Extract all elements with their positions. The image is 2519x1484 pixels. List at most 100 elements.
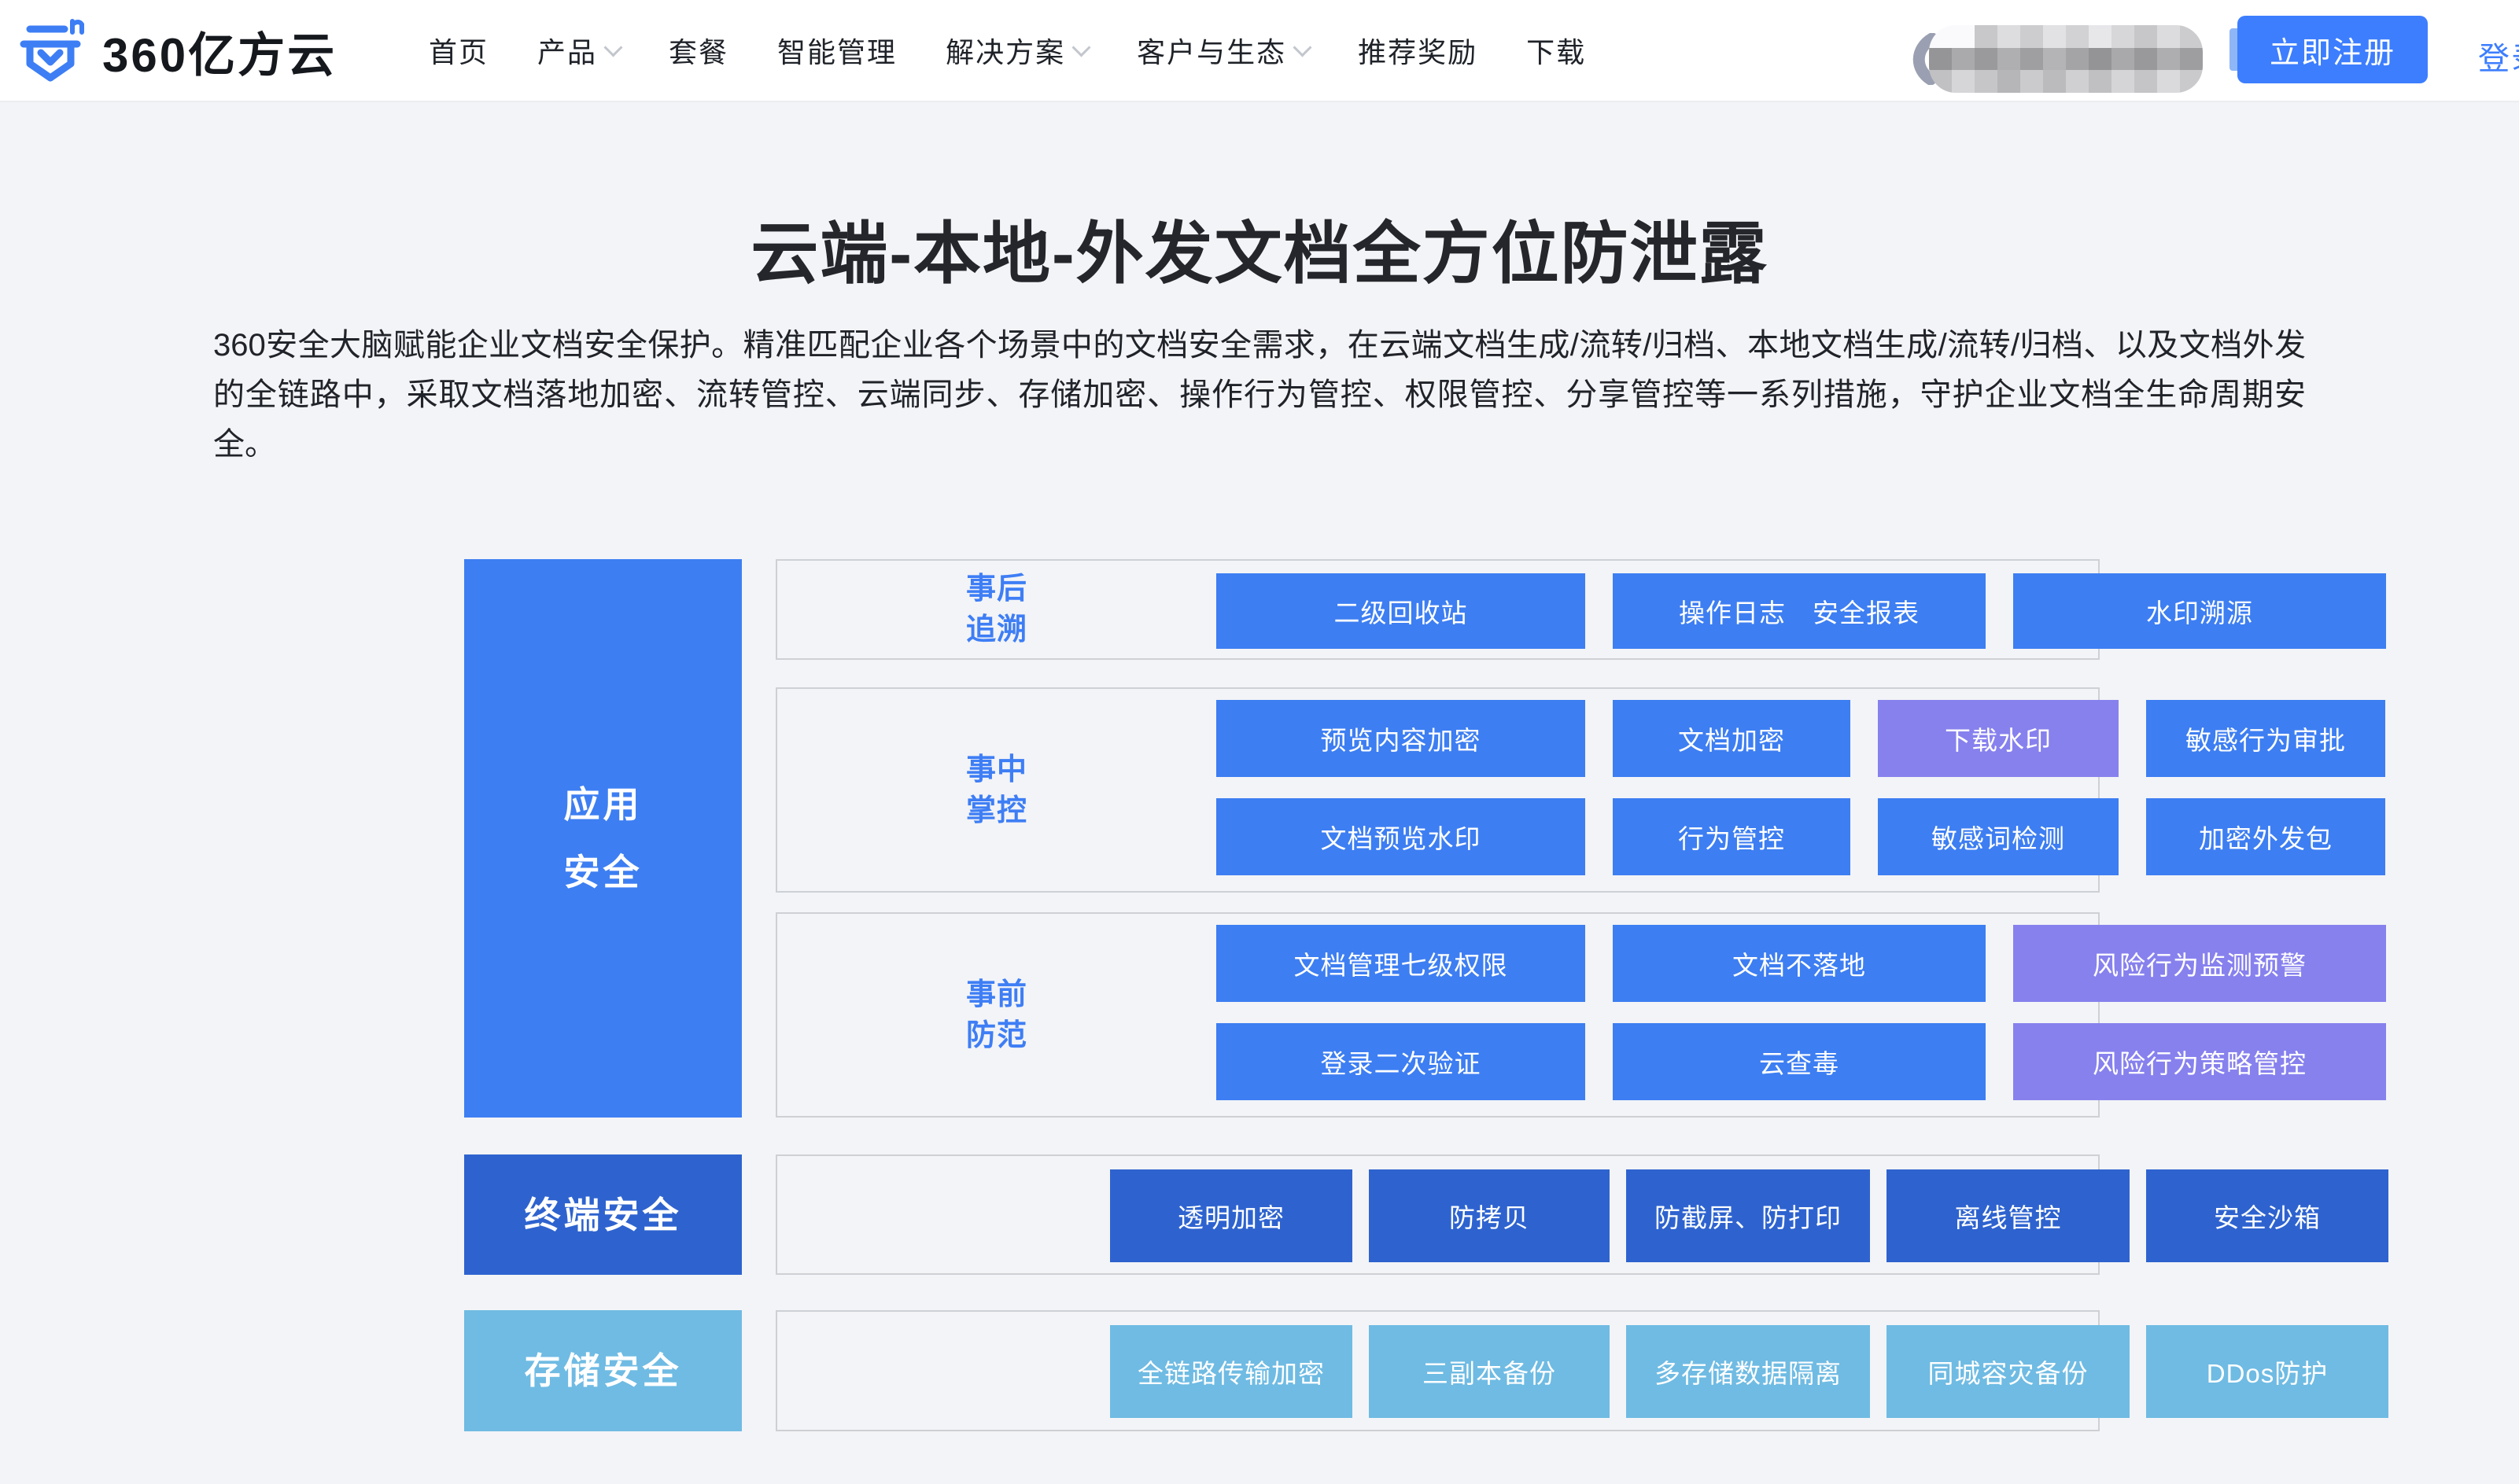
mosaic-cell [2111, 47, 2134, 71]
login-link[interactable]: 登录 [2478, 42, 2519, 76]
mosaic-cell [1997, 47, 2020, 71]
brand-logo-icon [19, 18, 87, 86]
mosaic-cell [2043, 70, 2066, 93]
nav-item-3[interactable]: 智能管理 [777, 30, 897, 71]
mosaic-cell [1929, 47, 1952, 71]
mosaic-cell [2020, 70, 2043, 93]
nav-item-label: 下载 [1526, 36, 1587, 68]
main-nav: 首页 产品 套餐 智能管理 解决方案 客户与生态 推荐奖励 下载 [429, 0, 1586, 101]
mosaic-cell [1975, 25, 1997, 48]
mosaic-cell [2111, 70, 2134, 93]
category-label: 终端安全 [524, 1194, 682, 1235]
section-pre-event-prevention: 事前 防范 文档管理七级权限文档不落地风险行为监测预警登录二次验证云查毒风险行为策… [776, 912, 2386, 1118]
nav-item-6[interactable]: 推荐奖励 [1358, 30, 1477, 71]
nav-item-label: 推荐奖励 [1358, 36, 1478, 68]
nav-item-4[interactable]: 解决方案 [946, 30, 1091, 71]
feature-box-in-event-control-0-3: 敏感行为审批 [2146, 700, 2385, 777]
mosaic-cell [1975, 70, 1997, 93]
feature-box-pre-event-prevention-1-1: 云查毒 [1613, 1023, 1986, 1100]
mosaic-cell [2157, 25, 2180, 48]
section-label-pre-event-prevention: 事前 防范 [965, 978, 1027, 1052]
mosaic-cell [2020, 25, 2043, 48]
feature-box-post-event-trace-0-1: 操作日志 安全报表 [1613, 573, 1986, 649]
feature-box-pre-event-prevention-1-2: 风险行为策略管控 [2013, 1023, 2386, 1100]
category-label: 应用 安全 [563, 784, 643, 893]
feature-box-storage-features-0-3: 同城容灾备份 [1886, 1325, 2130, 1418]
category-label: 存储安全 [524, 1350, 682, 1391]
nav-item-0[interactable]: 首页 [429, 30, 489, 71]
chevron-down-icon [1071, 37, 1091, 57]
category-terminal-security: 终端安全 [464, 1154, 742, 1275]
mosaic-cell [2134, 70, 2157, 93]
nav-item-1[interactable]: 产品 [537, 30, 623, 71]
phone-number-mosaic [1929, 25, 2203, 93]
mosaic-cell [2066, 70, 2089, 93]
brand-logo[interactable]: 360亿方云 [19, 17, 337, 86]
feature-box-terminal-features-0-2: 防截屏、防打印 [1626, 1169, 1870, 1262]
mosaic-cell [2089, 47, 2111, 71]
feature-box-in-event-control-1-0: 文档预览水印 [1216, 798, 1585, 875]
register-button[interactable]: 立即注册 [2237, 16, 2428, 83]
mosaic-cell [2157, 47, 2180, 71]
feature-box-pre-event-prevention-0-1: 文档不落地 [1613, 925, 1986, 1002]
feature-box-post-event-trace-0-0: 二级回收站 [1216, 573, 1585, 649]
contact-phone-redacted [1894, 24, 2203, 94]
nav-item-7[interactable]: 下载 [1526, 30, 1586, 71]
mosaic-cell [2089, 25, 2111, 48]
mosaic-cell [2111, 25, 2134, 48]
feature-box-terminal-features-0-4: 安全沙箱 [2146, 1169, 2388, 1262]
section-in-event-control: 事中 掌控 预览内容加密文档加密下载水印敏感行为审批文档预览水印行为管控敏感词检测… [776, 687, 2385, 893]
brand-name: 360亿方云 [102, 29, 337, 82]
page-title: 云端-本地-外发文档全方位防泄露 [751, 216, 1768, 292]
mosaic-cell [2180, 25, 2203, 48]
feature-box-in-event-control-0-1: 文档加密 [1613, 700, 1850, 777]
feature-box-pre-event-prevention-0-0: 文档管理七级权限 [1216, 925, 1585, 1002]
phone-icon [1909, 32, 1940, 89]
nav-item-2[interactable]: 套餐 [669, 30, 728, 71]
mosaic-cell [2180, 70, 2203, 93]
section-post-event-trace: 事后 追溯二级回收站操作日志 安全报表水印溯源 [776, 559, 2386, 660]
feature-box-in-event-control-1-1: 行为管控 [1613, 798, 1850, 875]
mosaic-cell [2043, 25, 2066, 48]
nav-item-5[interactable]: 客户与生态 [1137, 30, 1312, 71]
feature-box-storage-features-0-2: 多存储数据隔离 [1626, 1325, 1870, 1418]
feature-box-pre-event-prevention-0-2: 风险行为监测预警 [2013, 925, 2386, 1002]
section-label-in-event-control: 事中 掌控 [965, 753, 1027, 827]
feature-box-in-event-control-0-2: 下载水印 [1878, 700, 2119, 777]
mosaic-cell [1952, 25, 1975, 48]
mosaic-cell [1952, 70, 1975, 93]
feature-box-terminal-features-0-3: 离线管控 [1886, 1169, 2130, 1262]
feature-box-in-event-control-1-3: 加密外发包 [2146, 798, 2385, 875]
mosaic-cell [1997, 25, 2020, 48]
category-app-security: 应用 安全 [464, 559, 742, 1118]
chevron-down-icon [603, 37, 623, 57]
feature-box-in-event-control-1-2: 敏感词检测 [1878, 798, 2119, 875]
page-description: 360安全大脑赋能企业文档安全保护。精准匹配企业各个场景中的文档安全需求，在云端… [213, 328, 2306, 462]
nav-item-label: 首页 [429, 36, 489, 68]
nav-item-label: 产品 [537, 36, 598, 68]
mosaic-cell [1975, 47, 1997, 71]
mosaic-cell [2157, 70, 2180, 93]
mosaic-cell [2134, 47, 2157, 71]
feature-box-in-event-control-0-0: 预览内容加密 [1216, 700, 1585, 777]
security-architecture-diagram: 应用 安全终端安全存储安全事后 追溯二级回收站操作日志 安全报表水印溯源事中 掌… [464, 559, 2388, 1432]
mosaic-cell [1952, 47, 1975, 71]
category-storage-security: 存储安全 [464, 1310, 742, 1431]
feature-box-terminal-features-0-1: 防拷贝 [1369, 1169, 1610, 1262]
feature-box-terminal-features-0-0: 透明加密 [1110, 1169, 1352, 1262]
nav-item-label: 解决方案 [946, 36, 1066, 68]
feature-box-storage-features-0-0: 全链路传输加密 [1110, 1325, 1352, 1418]
chevron-down-icon [1293, 37, 1312, 57]
feature-box-pre-event-prevention-1-0: 登录二次验证 [1216, 1023, 1585, 1100]
section-terminal-features: 透明加密防拷贝防截屏、防打印离线管控安全沙箱 [776, 1154, 2388, 1275]
section-label-post-event-trace: 事后 追溯 [965, 573, 1027, 646]
mosaic-cell [2043, 47, 2066, 71]
feature-box-storage-features-0-1: 三副本备份 [1369, 1325, 1610, 1418]
mosaic-cell [1997, 70, 2020, 93]
mosaic-cell [2134, 25, 2157, 48]
mosaic-cell [2089, 70, 2111, 93]
nav-item-label: 套餐 [669, 36, 729, 68]
nav-item-label: 智能管理 [777, 36, 898, 68]
feature-box-storage-features-0-4: DDos防护 [2146, 1325, 2388, 1418]
